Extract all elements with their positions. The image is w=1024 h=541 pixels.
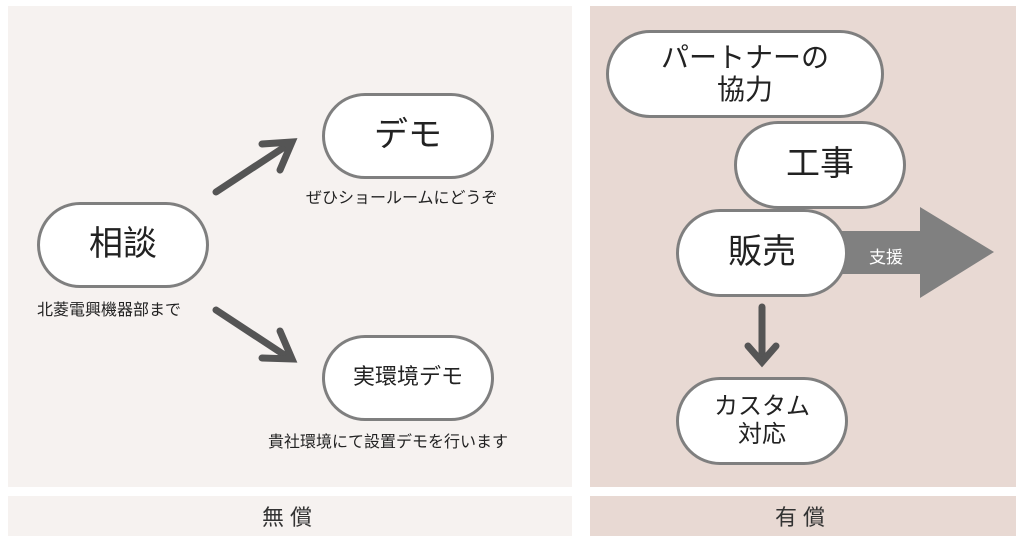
construction-label: 工事 — [786, 144, 854, 185]
partner-line2: 協力 — [716, 73, 773, 106]
support-arrow — [835, 207, 994, 298]
onsite-demo-node: 実環境デモ — [322, 335, 494, 421]
onsite-demo-caption: 貴社環境にて設置デモを行います — [268, 432, 509, 451]
paid-footer-label: 有償 — [774, 506, 831, 531]
consult-caption: 北菱電興機器部まで — [37, 300, 182, 319]
consult-node: 相談 — [37, 202, 209, 288]
custom-line2: 対応 — [738, 420, 786, 448]
arrow-to-demo — [212, 138, 298, 196]
onsite-demo-label: 実環境デモ — [352, 365, 463, 391]
arrow-to-onsite-demo — [212, 306, 298, 363]
arrow-to-custom — [744, 303, 780, 368]
demo-caption: ぜひショールームにどうぞ — [306, 188, 498, 207]
demo-label: デモ — [374, 115, 442, 156]
custom-node: カスタム 対応 — [676, 377, 848, 465]
support-label: 支援 — [869, 248, 903, 268]
demo-node: デモ — [322, 93, 494, 179]
partner-node: パートナーの 協力 — [606, 30, 884, 118]
consult-label: 相談 — [89, 224, 157, 265]
free-footer: 無償 — [8, 496, 572, 536]
construction-node: 工事 — [734, 121, 906, 209]
partner-line1: パートナーの — [660, 40, 829, 74]
custom-line1: カスタム — [714, 392, 810, 421]
paid-footer: 有償 — [590, 496, 1016, 536]
sales-label: 販売 — [728, 232, 796, 273]
free-footer-label: 無償 — [261, 506, 318, 531]
sales-node: 販売 — [676, 209, 848, 297]
